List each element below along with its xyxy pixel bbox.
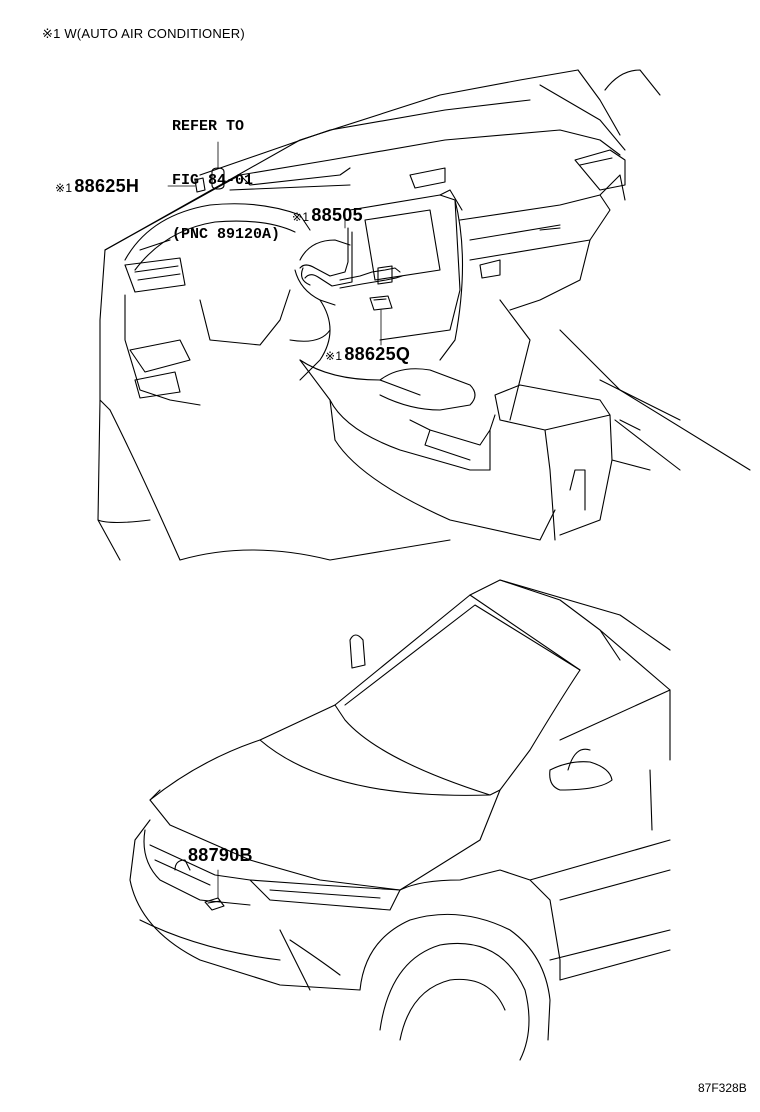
note-mark: ※1 (292, 210, 310, 224)
part-number: 88625H (74, 176, 140, 196)
header-note: ※1 W(AUTO AIR CONDITIONER) (42, 26, 245, 41)
dashboard-illustration (97, 69, 751, 561)
note-mark: ※1 (55, 181, 73, 195)
refer-line-1: REFER TO (172, 118, 245, 135)
refer-to-note[interactable]: REFER TO FIG 84-01 (PNC 89120A) (172, 82, 280, 262)
note-mark: ※1 (325, 349, 343, 363)
vehicle-illustration (129, 579, 671, 1061)
refer-line-2: FIG 84-01 (172, 172, 254, 189)
part-number: 88790B (188, 845, 253, 865)
part-number: 88625Q (344, 344, 411, 364)
refer-line-3: (PNC 89120A) (172, 226, 281, 243)
callout-88790b[interactable]: 88790B (188, 846, 253, 864)
figure-code: 87F328B (698, 1081, 747, 1095)
part-number: 88505 (311, 205, 363, 225)
